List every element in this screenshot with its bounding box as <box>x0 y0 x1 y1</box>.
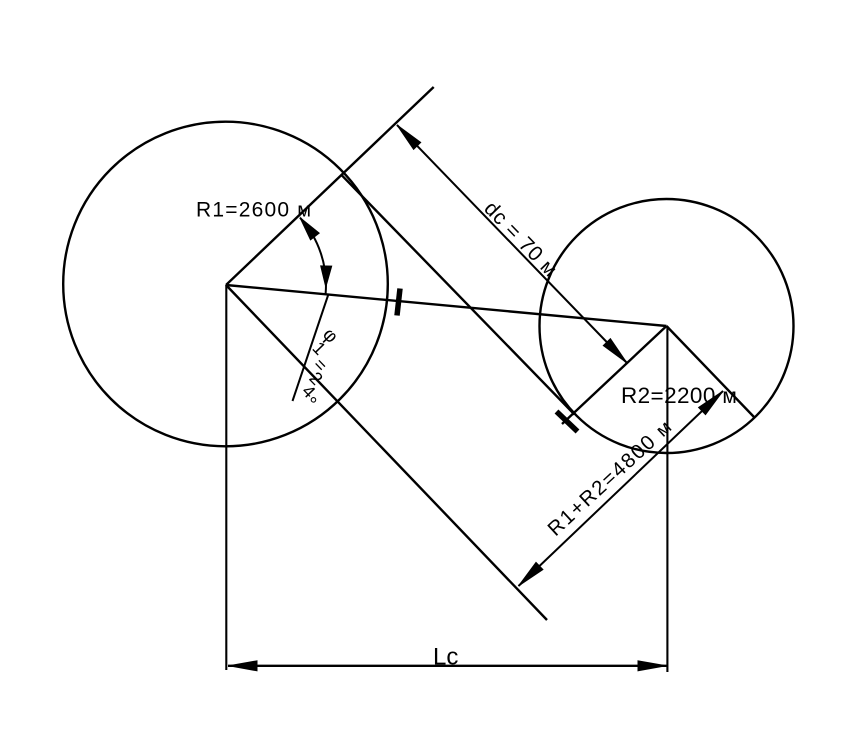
svg-text:Lc: Lc <box>433 644 458 671</box>
svg-text:R1=2600 м: R1=2600 м <box>196 199 312 222</box>
svg-text:R2=2200 м: R2=2200 м <box>621 383 737 408</box>
